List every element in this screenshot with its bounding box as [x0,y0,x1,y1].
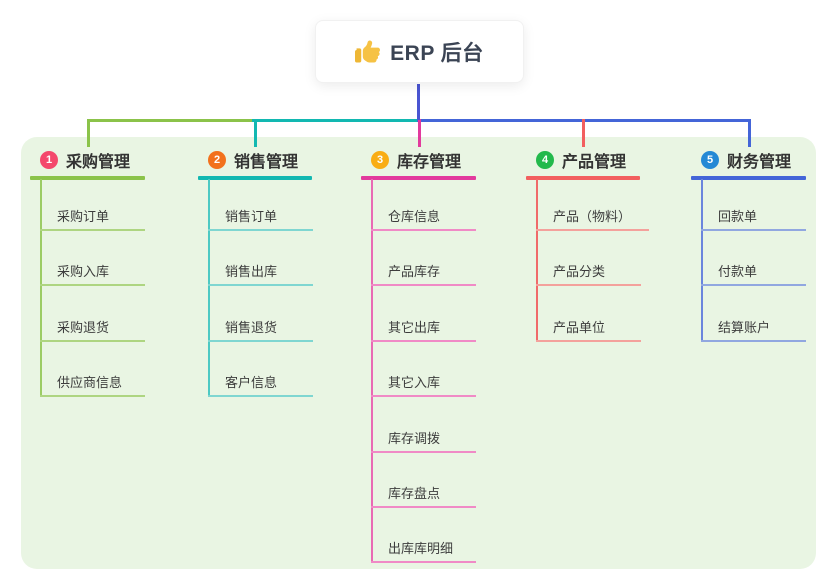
child-node[interactable]: 回款单 [701,203,806,231]
child-node-label: 客户信息 [225,375,278,390]
root-node[interactable]: ERP 后台 [315,20,524,83]
branch-label: 产品管理 [562,154,627,171]
child-node-label: 库存盘点 [388,486,441,501]
branch-label: 销售管理 [234,154,299,171]
child-node[interactable]: 采购退货 [40,314,145,342]
child-node[interactable]: 产品单位 [536,314,641,342]
connector-drop [418,119,421,147]
child-node-label: 结算账户 [718,320,771,335]
child-node[interactable]: 采购订单 [40,203,145,231]
child-node-label: 销售订单 [225,209,278,224]
child-node-label: 出库库明细 [388,541,454,556]
child-node[interactable]: 销售出库 [208,258,313,286]
child-node[interactable]: 产品库存 [371,258,476,286]
connector-bus-segment [252,119,420,122]
child-node[interactable]: 客户信息 [208,369,313,397]
branch-underline [30,176,145,180]
branch-header-5[interactable]: 5 财务管理 [701,149,791,171]
child-node[interactable]: 库存调拨 [371,425,476,453]
branch-spine [536,179,538,342]
branch-number-badge: 4 [536,151,554,169]
child-node[interactable]: 库存盘点 [371,480,476,508]
root-node-title: ERP 后台 [390,41,484,65]
child-node-label: 销售退货 [225,320,278,335]
connector-drop [254,119,257,147]
branch-label: 库存管理 [397,154,462,171]
child-node[interactable]: 付款单 [701,258,806,286]
child-node-label: 采购退货 [57,320,110,335]
child-node[interactable]: 其它出库 [371,314,476,342]
branch-spine [40,179,42,397]
child-node[interactable]: 仓库信息 [371,203,476,231]
child-node-label: 产品分类 [553,264,606,279]
branch-number-badge: 5 [701,151,719,169]
child-node-label: 产品单位 [553,320,606,335]
branch-number-badge: 1 [40,151,58,169]
connector-drop [87,119,90,147]
branch-label: 采购管理 [66,154,131,171]
child-node[interactable]: 结算账户 [701,314,806,342]
child-node-label: 其它入库 [388,375,441,390]
child-node[interactable]: 产品分类 [536,258,641,286]
child-node[interactable]: 供应商信息 [40,369,145,397]
branch-underline [198,176,312,180]
connector-drop [748,119,751,147]
branch-spine [208,179,210,397]
connector-bus-segment [87,119,253,122]
child-node-label: 采购订单 [57,209,110,224]
branch-underline [361,176,476,180]
child-node-label: 采购入库 [57,264,110,279]
child-node[interactable]: 销售退货 [208,314,313,342]
child-node[interactable]: 产品（物料） [536,203,650,231]
thumbs-up-icon [355,40,381,63]
child-node-label: 仓库信息 [388,209,441,224]
child-node-label: 回款单 [718,209,758,224]
child-node-label: 库存调拨 [388,431,441,446]
branch-number-badge: 2 [208,151,226,169]
branch-header-4[interactable]: 4 产品管理 [536,149,626,171]
child-node[interactable]: 采购入库 [40,258,145,286]
branch-header-2[interactable]: 2 销售管理 [208,149,298,171]
child-node[interactable]: 其它入库 [371,369,476,397]
connector-drop [582,119,585,147]
branch-underline [691,176,806,180]
branch-spine [371,179,373,563]
child-node-label: 产品（物料） [553,209,632,224]
child-node[interactable]: 销售订单 [208,203,313,231]
branch-header-3[interactable]: 3 库存管理 [371,149,461,171]
branch-spine [701,179,703,342]
root-connector-line [417,84,420,120]
branch-label: 财务管理 [727,154,792,171]
branches-panel [21,137,816,569]
child-node-label: 其它出库 [388,320,441,335]
branch-header-1[interactable]: 1 采购管理 [40,149,130,171]
child-node-label: 供应商信息 [57,375,123,390]
child-node-label: 产品库存 [388,264,441,279]
child-node-label: 付款单 [718,264,758,279]
child-node-label: 销售出库 [225,264,278,279]
branch-number-badge: 3 [371,151,389,169]
branch-underline [526,176,640,180]
child-node[interactable]: 出库库明细 [371,535,476,563]
